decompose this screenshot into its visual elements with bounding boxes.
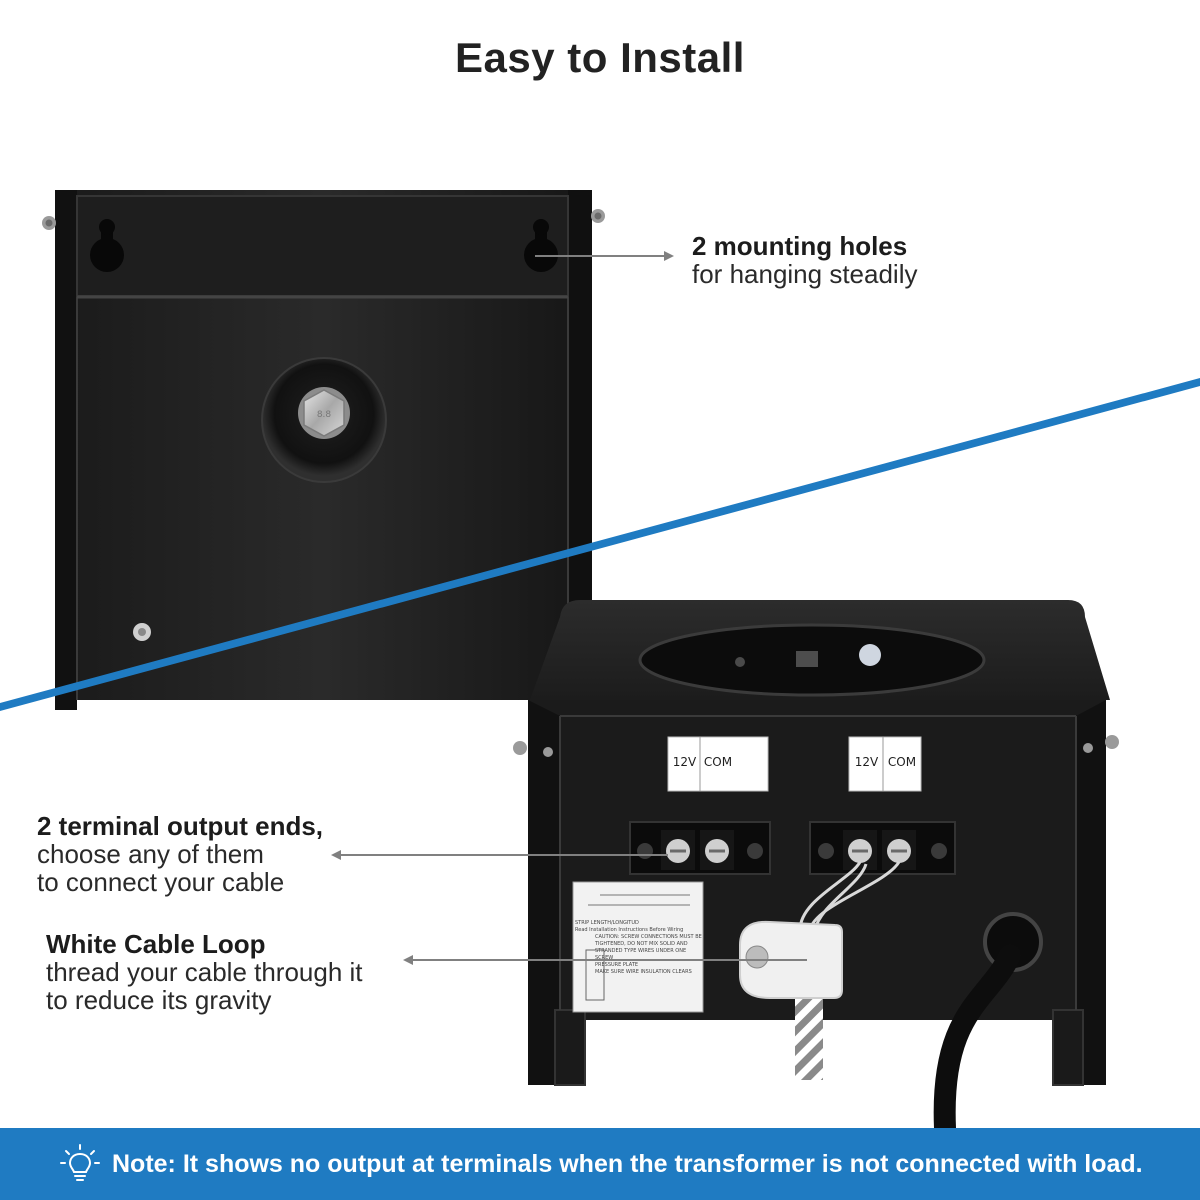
divider-stripe — [0, 378, 1200, 711]
callout-text: thread your cable through it — [46, 957, 363, 987]
label-right-12v: 12V — [854, 755, 879, 769]
note-text: Note: It shows no output at terminals wh… — [112, 1150, 1143, 1178]
terminal-block-right — [809, 821, 956, 875]
sticker-line: CAUTION: SCREW CONNECTIONS MUST BE — [595, 934, 702, 940]
callout-text: to connect your cable — [37, 867, 285, 897]
sticker-line: PRESSURE PLATE — [595, 962, 639, 968]
sticker-line: MAKE SURE WIRE INSULATION CLEARS — [595, 969, 692, 975]
callout-text: choose any of them — [37, 839, 264, 869]
wiring-sticker — [572, 881, 704, 1013]
sticker-line: STRANDED TYPE WIRES UNDER ONE SCREW — [595, 948, 687, 961]
sticker-text: STRIP LENGTH/LONGITUD Read Installation … — [575, 920, 703, 976]
page-title: Easy to Install — [455, 34, 745, 81]
callout-title: 2 mounting holes — [692, 231, 908, 261]
mounting-hole-left — [90, 219, 124, 272]
sticker-line: Read Installation Instructions Before Wi… — [575, 927, 684, 933]
callout-terminal-outputs: 2 terminal output ends, choose any of th… — [37, 812, 323, 896]
label-left-com: COM — [703, 755, 733, 769]
lightbulb-icon — [60, 1144, 100, 1181]
callout-title: White Cable Loop — [46, 929, 266, 959]
svg-text:8.8: 8.8 — [317, 410, 332, 420]
terminal-block-left — [629, 821, 771, 875]
callout-text: for hanging steadily — [692, 259, 918, 289]
sticker-line: STRIP LENGTH/LONGITUD — [575, 920, 639, 926]
power-cord — [933, 912, 1043, 1139]
terminal-labels — [667, 736, 922, 792]
callout-text: to reduce its gravity — [46, 985, 272, 1015]
back-panel-view: 8.8 — [42, 190, 605, 710]
label-right-com: COM — [887, 755, 917, 769]
callout-arrows — [331, 251, 807, 965]
callout-cable-loop: White Cable Loop thread your cable throu… — [46, 930, 363, 1014]
sticker-line: TIGHTENED, DO NOT MIX SOLID AND — [595, 941, 688, 947]
callout-mounting-holes: 2 mounting holes for hanging steadily — [692, 232, 917, 288]
callout-title: 2 terminal output ends, — [37, 811, 324, 841]
bolt-icon: 8.8 — [298, 387, 350, 439]
label-left-12v: 12V — [672, 755, 697, 769]
note-bar: Note: It shows no output at terminals wh… — [0, 1128, 1200, 1200]
connected-wires — [798, 861, 901, 931]
